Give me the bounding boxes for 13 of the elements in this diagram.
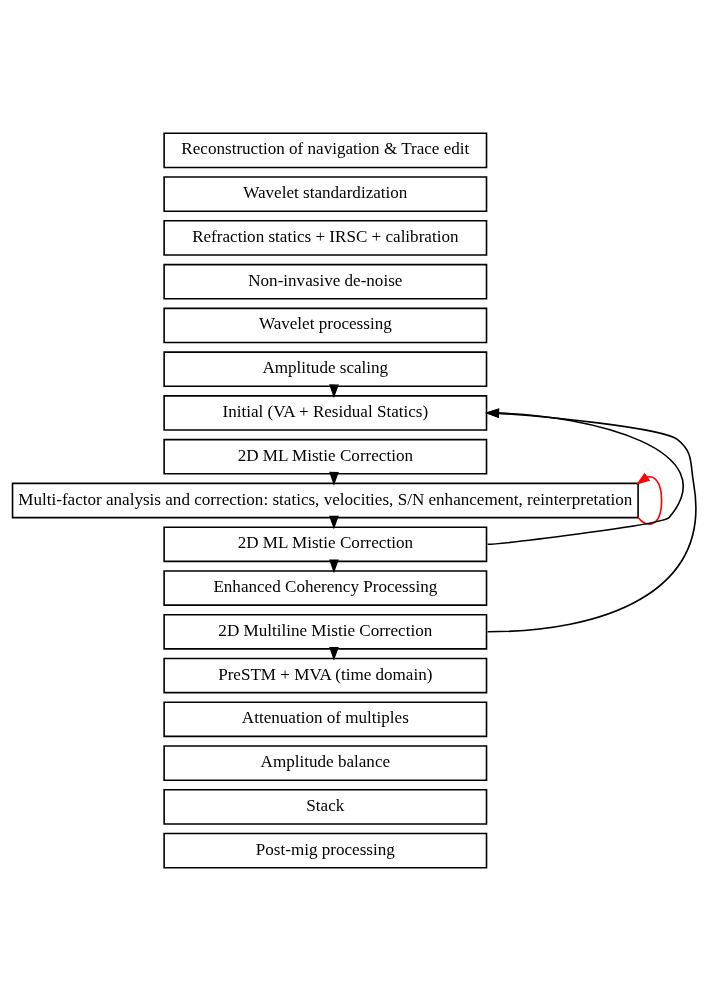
node-box: Attenuation of multiples <box>163 701 488 738</box>
node-box: PreSTM + MVA (time domain) <box>163 657 488 694</box>
node-box: Wavelet standardization <box>163 176 488 212</box>
node-box: Refraction statics + IRSC + calibration <box>163 220 488 256</box>
node-box: Reconstruction of navigation & Trace edit <box>163 132 488 169</box>
node-box: Initial (VA + Residual Statics) <box>163 395 488 431</box>
arrow <box>636 472 663 525</box>
node-box: Amplitude balance <box>163 745 488 781</box>
node-box: Post-mig processing <box>163 832 488 869</box>
node-box: Stack <box>163 789 488 825</box>
node-box: Enhanced Coherency Processing <box>163 570 488 606</box>
node-box: Non-invasive de-noise <box>163 263 488 300</box>
node-box: Wavelet processing <box>163 307 488 344</box>
